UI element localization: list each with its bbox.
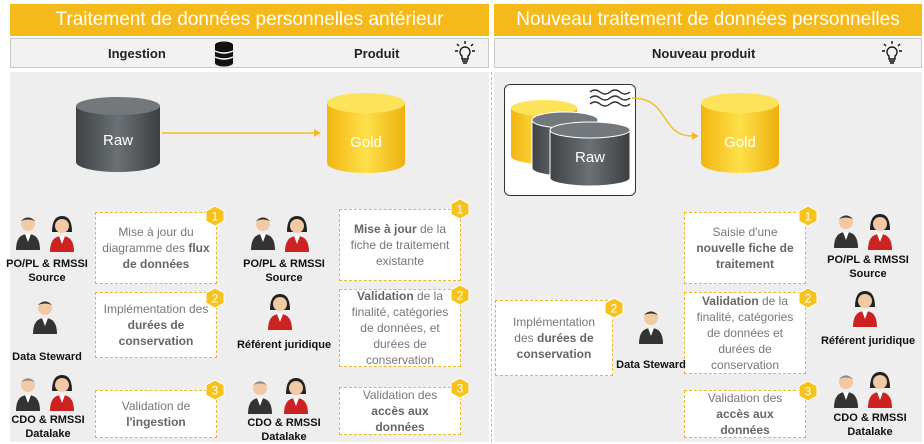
- user-icon: [14, 212, 42, 255]
- step-number-badge: 2: [204, 287, 226, 314]
- steward-step: Implémentation des durées de conservatio…: [495, 300, 613, 376]
- svg-text:1: 1: [457, 203, 464, 217]
- user-icon: [14, 373, 42, 416]
- ingestion-step-3: Validation de l'ingestion: [95, 390, 217, 438]
- user-icon: [866, 370, 894, 413]
- user-icon: [282, 376, 310, 419]
- person-label: CDO & RMSSI Datalake: [11, 414, 85, 440]
- person-label: CDO & RMSSI Datalake: [247, 417, 321, 443]
- gold-label-right: Gold: [724, 134, 756, 151]
- svg-text:3: 3: [805, 385, 812, 399]
- step-number-badge: 1: [204, 205, 226, 232]
- user-icon: [246, 376, 274, 419]
- ingestion-step-2: Implémentation des durées de conservatio…: [95, 292, 217, 358]
- person-label: Data Steward: [12, 351, 82, 363]
- produit-step-3: Validation des accès aux données: [339, 387, 461, 435]
- person-label: Référent juridique: [236, 339, 332, 351]
- svg-text:1: 1: [805, 210, 812, 224]
- step-number-badge: 2: [449, 284, 471, 311]
- left-section-title: Traitement de données personnelles antér…: [10, 4, 489, 36]
- svg-text:2: 2: [805, 292, 812, 306]
- user-icon: [283, 214, 311, 257]
- user-icon: [249, 212, 277, 255]
- data-steward-icon: [31, 296, 59, 339]
- svg-text:3: 3: [457, 382, 464, 396]
- raw-source-label: Raw: [574, 149, 605, 166]
- person-label: CDO & RMSSI Datalake: [833, 412, 907, 438]
- arrow-raw-to-gold: [162, 129, 321, 137]
- right-subheader: [494, 38, 922, 68]
- produit-step-2: Validation de la finalité, catégories de…: [339, 289, 461, 367]
- gold-cylinder-right: [701, 93, 779, 173]
- left-subheader: [10, 38, 489, 68]
- legal-icon: [266, 292, 294, 335]
- raw-cylinder: [76, 97, 160, 172]
- right-step-1: Saisie d'une nouvelle fiche de traitemen…: [684, 212, 806, 284]
- svg-text:1: 1: [212, 210, 219, 224]
- database-icon: [214, 41, 234, 67]
- step-number-badge: 3: [797, 380, 819, 407]
- right-title-text: Nouveau traitement de données personnell…: [516, 9, 900, 30]
- svg-text:2: 2: [212, 292, 219, 306]
- user-icon: [48, 373, 76, 416]
- raw-source-cylinder: [549, 121, 631, 187]
- lightbulb-icon: [455, 41, 475, 64]
- user-icon: [866, 212, 894, 255]
- right-section-title: Nouveau traitement de données personnell…: [494, 4, 922, 36]
- right-step-3: Validation des accès aux données: [684, 390, 806, 438]
- right-step-2: Validation de la finalité, catégories de…: [684, 292, 806, 374]
- ingestion-step-1: Mise à jour du diagramme des flux de don…: [95, 212, 217, 284]
- data-steward-icon: [637, 306, 665, 349]
- ingestion-label: Ingestion: [108, 46, 166, 61]
- step-number-badge: 1: [797, 205, 819, 232]
- step-number-badge: 2: [603, 297, 625, 324]
- legal-icon: [851, 289, 879, 332]
- person-label: PO/PL & RMSSI Source: [6, 258, 88, 284]
- svg-text:2: 2: [611, 302, 618, 316]
- stream-icon: [589, 89, 631, 107]
- step-number-badge: 3: [449, 377, 471, 404]
- person-label: PO/PL & RMSSI Source: [827, 254, 909, 280]
- left-title-text: Traitement de données personnelles antér…: [55, 9, 444, 30]
- user-icon: [832, 210, 860, 253]
- gold-cylinder: [327, 93, 405, 173]
- arrow-source-to-gold: [631, 97, 699, 140]
- svg-text:3: 3: [212, 384, 219, 398]
- person-label: Data Steward: [616, 359, 686, 371]
- raw-label: Raw: [102, 132, 133, 149]
- lightbulb-icon-right: [882, 41, 902, 64]
- user-icon: [832, 370, 860, 413]
- step-number-badge: 1: [449, 198, 471, 225]
- person-label: Référent juridique: [820, 335, 916, 347]
- person-label: PO/PL & RMSSI Source: [243, 258, 325, 284]
- step-number-badge: 3: [204, 379, 226, 406]
- user-icon: [48, 214, 76, 257]
- svg-text:2: 2: [457, 289, 464, 303]
- step-number-badge: 2: [797, 287, 819, 314]
- section-divider: [491, 72, 492, 442]
- gold-label: Gold: [350, 134, 382, 151]
- produit-step-1: Mise à jour de la fiche de traitement ex…: [339, 209, 461, 281]
- produit-label: Produit: [354, 46, 400, 61]
- nouveau-produit-label: Nouveau produit: [652, 46, 756, 61]
